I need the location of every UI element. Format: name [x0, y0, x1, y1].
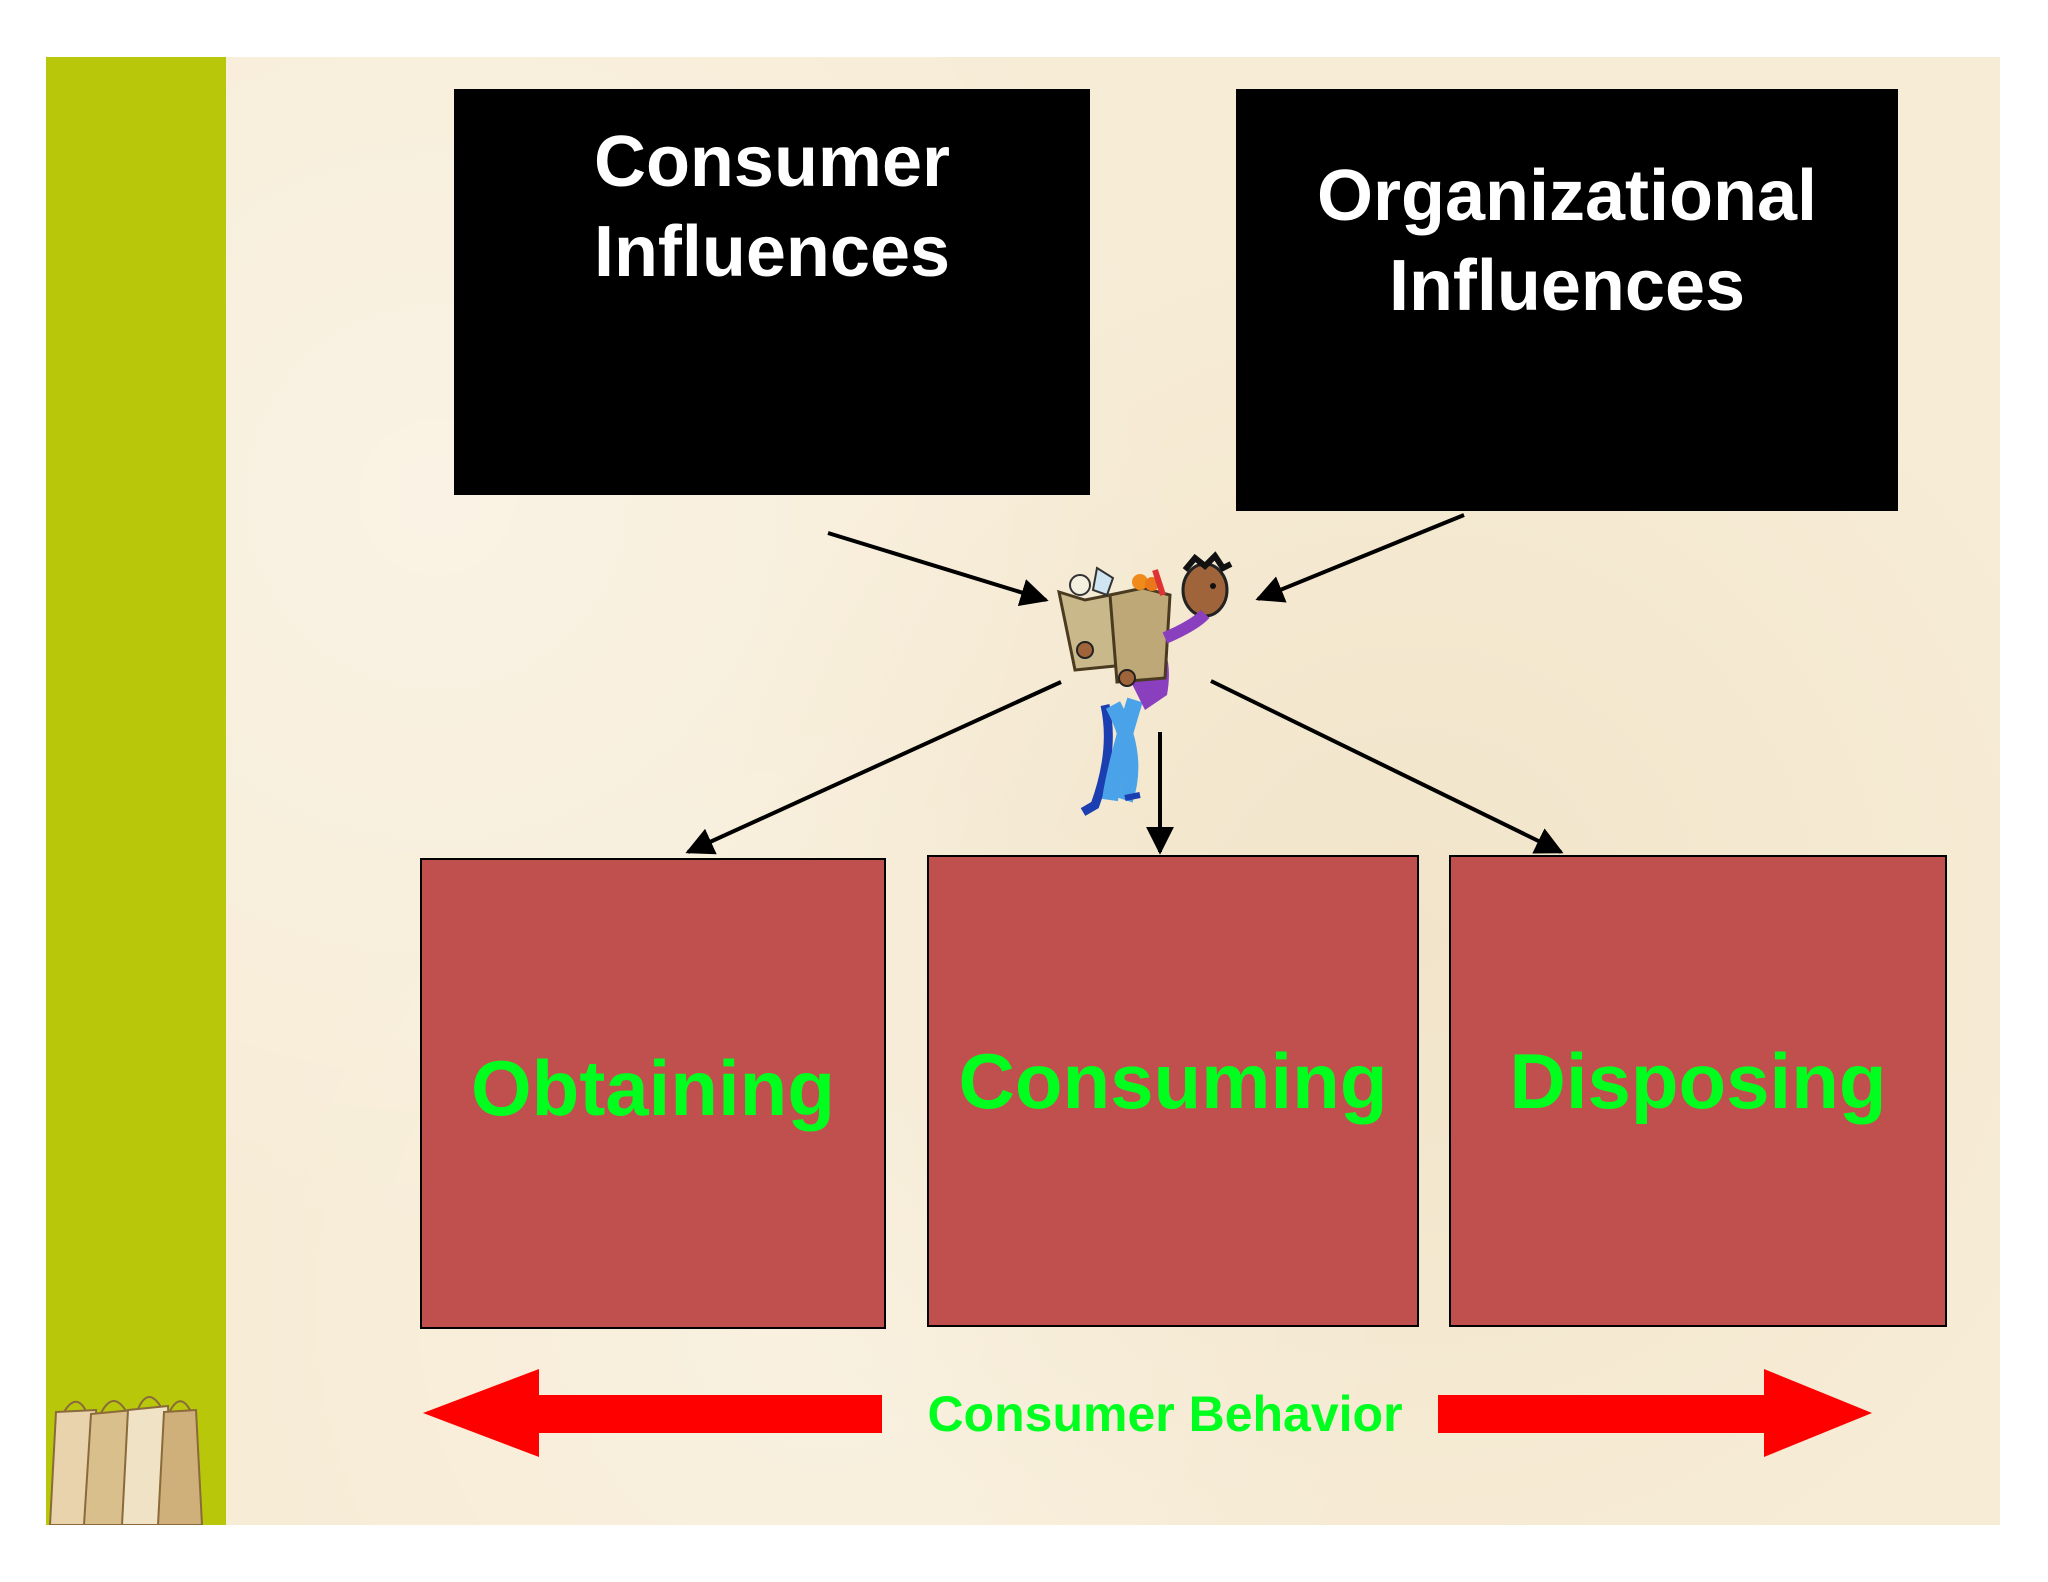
organizational-influences-box: Organizational Influences [1236, 89, 1898, 511]
arrow-org-to-shopper [1255, 513, 1465, 603]
consumer-behavior-label: Consumer Behavior [927, 1386, 1403, 1442]
consumer-influences-label: Consumer Influences [593, 122, 951, 292]
shopper-icon [1057, 551, 1233, 816]
obtaining-box: Obtaining [420, 858, 886, 1329]
obtaining-label: Obtaining [471, 1044, 835, 1132]
arrow-consumer-to-shopper [827, 531, 1049, 606]
consuming-label: Consuming [958, 1036, 1388, 1125]
organizational-influences-label: Organizational Influences [1316, 156, 1818, 326]
disposing-label: Disposing [1509, 1036, 1887, 1125]
consumer-influences-box: Consumer Influences [454, 89, 1090, 495]
behavior-arrow-left [423, 1369, 882, 1457]
disposing-box: Disposing [1449, 855, 1947, 1327]
sidebar-bar [46, 57, 226, 1525]
slide: Consumer Influences Organizational Influ… [46, 57, 2000, 1525]
shopping-bags-icon [48, 1396, 204, 1525]
consuming-box: Consuming [927, 855, 1419, 1327]
arrow-shopper-to-obtaining [685, 680, 1062, 855]
arrow-shopper-to-disposing [1210, 679, 1564, 854]
behavior-arrow-right [1438, 1369, 1872, 1457]
